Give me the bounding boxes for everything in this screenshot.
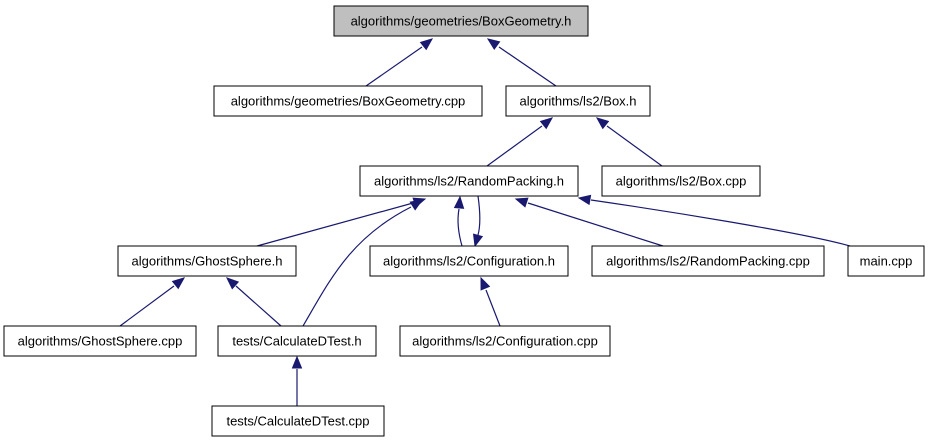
- edge-randompacking-h-to-configuration-h: [472, 195, 484, 248]
- node-label: algorithms/ls2/Configuration.h: [383, 254, 555, 269]
- arrowhead-icon: [539, 117, 554, 130]
- edge-line: [486, 125, 543, 167]
- node-box-cpp[interactable]: algorithms/ls2/Box.cpp: [601, 165, 761, 197]
- node-configuration-h[interactable]: algorithms/ls2/Configuration.h: [369, 245, 569, 277]
- node-label: algorithms/GhostSphere.h: [131, 254, 282, 269]
- node-label: algorithms/geometries/BoxGeometry.cpp: [231, 94, 466, 109]
- edge-box-h-to-boxgeometry-h: [486, 38, 557, 87]
- edge-calculatedtest-h-to-ghostsphere-h: [226, 277, 282, 327]
- arrowhead-icon: [171, 277, 186, 290]
- node-label: tests/CalculateDTest.cpp: [226, 414, 369, 429]
- node-label: main.cpp: [860, 254, 913, 269]
- edge-calculatedtest-h-to-randompacking-h: [302, 199, 424, 327]
- edge-line: [590, 199, 851, 247]
- edge-randompacking-cpp-to-randompacking-h: [514, 197, 664, 247]
- arrowhead-icon: [577, 194, 592, 206]
- edge-box-cpp-to-box-h: [595, 117, 663, 167]
- arrowhead-icon: [514, 197, 529, 208]
- node-label: algorithms/ls2/Box.h: [519, 94, 636, 109]
- edge-line: [498, 46, 557, 87]
- node-label: algorithms/ls2/Configuration.cpp: [412, 334, 598, 349]
- arrowhead-icon: [226, 277, 240, 290]
- node-box-h[interactable]: algorithms/ls2/Box.h: [505, 85, 651, 117]
- arrowhead-icon: [595, 117, 610, 130]
- node-calculatedtest-cpp[interactable]: tests/CalculateDTest.cpp: [211, 405, 385, 437]
- node-ghostsphere-h[interactable]: algorithms/GhostSphere.h: [117, 245, 297, 277]
- edge-line: [119, 285, 175, 327]
- edge-main-cpp-to-randompacking-h: [577, 194, 851, 247]
- edge-randompacking-h-to-box-h: [486, 117, 554, 167]
- edge-boxgeometry-cpp-to-boxgeometry-h: [365, 38, 434, 87]
- arrowhead-icon: [419, 38, 434, 51]
- node-ghostsphere-cpp[interactable]: algorithms/GhostSphere.cpp: [3, 325, 197, 357]
- edge-calculatedtest-cpp-to-calculatedtest-h: [291, 355, 303, 406]
- node-boxgeometry-h[interactable]: algorithms/geometries/BoxGeometry.h: [333, 5, 589, 37]
- arrowhead-icon: [409, 199, 424, 211]
- nodes-layer: algorithms/geometries/BoxGeometry.h algo…: [3, 5, 925, 437]
- node-boxgeometry-cpp[interactable]: algorithms/geometries/BoxGeometry.cpp: [213, 85, 483, 117]
- edge-line: [457, 208, 463, 247]
- node-calculatedtest-h[interactable]: tests/CalculateDTest.h: [217, 325, 377, 357]
- edge-line: [477, 195, 481, 236]
- edge-line: [256, 202, 414, 247]
- node-label: algorithms/ls2/Box.cpp: [616, 174, 747, 189]
- arrowhead-icon: [472, 233, 484, 248]
- edge-ghostsphere-cpp-to-ghostsphere-h: [119, 277, 186, 327]
- edge-ghostsphere-h-to-randompacking-h: [256, 197, 427, 247]
- edges-layer: [119, 38, 851, 406]
- node-label: algorithms/ls2/RandomPacking.h: [374, 174, 564, 189]
- node-main-cpp[interactable]: main.cpp: [847, 245, 925, 277]
- arrowhead-icon: [453, 195, 465, 209]
- edge-line: [527, 202, 664, 247]
- edge-configuration-h-to-randompacking-h: [453, 195, 465, 247]
- node-label: tests/CalculateDTest.h: [232, 334, 361, 349]
- edge-line: [302, 206, 412, 327]
- edge-line: [235, 285, 282, 327]
- node-randompacking-cpp[interactable]: algorithms/ls2/RandomPacking.cpp: [591, 245, 825, 277]
- node-label: algorithms/geometries/BoxGeometry.h: [351, 14, 572, 29]
- node-configuration-cpp[interactable]: algorithms/ls2/Configuration.cpp: [399, 325, 611, 357]
- edge-line: [606, 125, 663, 167]
- node-label: algorithms/GhostSphere.cpp: [18, 334, 183, 349]
- edge-line: [365, 46, 423, 87]
- arrowhead-icon: [486, 38, 501, 51]
- edge-configuration-cpp-to-configuration-h: [480, 276, 501, 327]
- node-randompacking-h[interactable]: algorithms/ls2/RandomPacking.h: [359, 165, 579, 197]
- arrowhead-icon: [291, 355, 303, 369]
- node-label: algorithms/ls2/RandomPacking.cpp: [606, 254, 810, 269]
- arrowhead-icon: [480, 276, 491, 291]
- edge-line: [485, 289, 501, 327]
